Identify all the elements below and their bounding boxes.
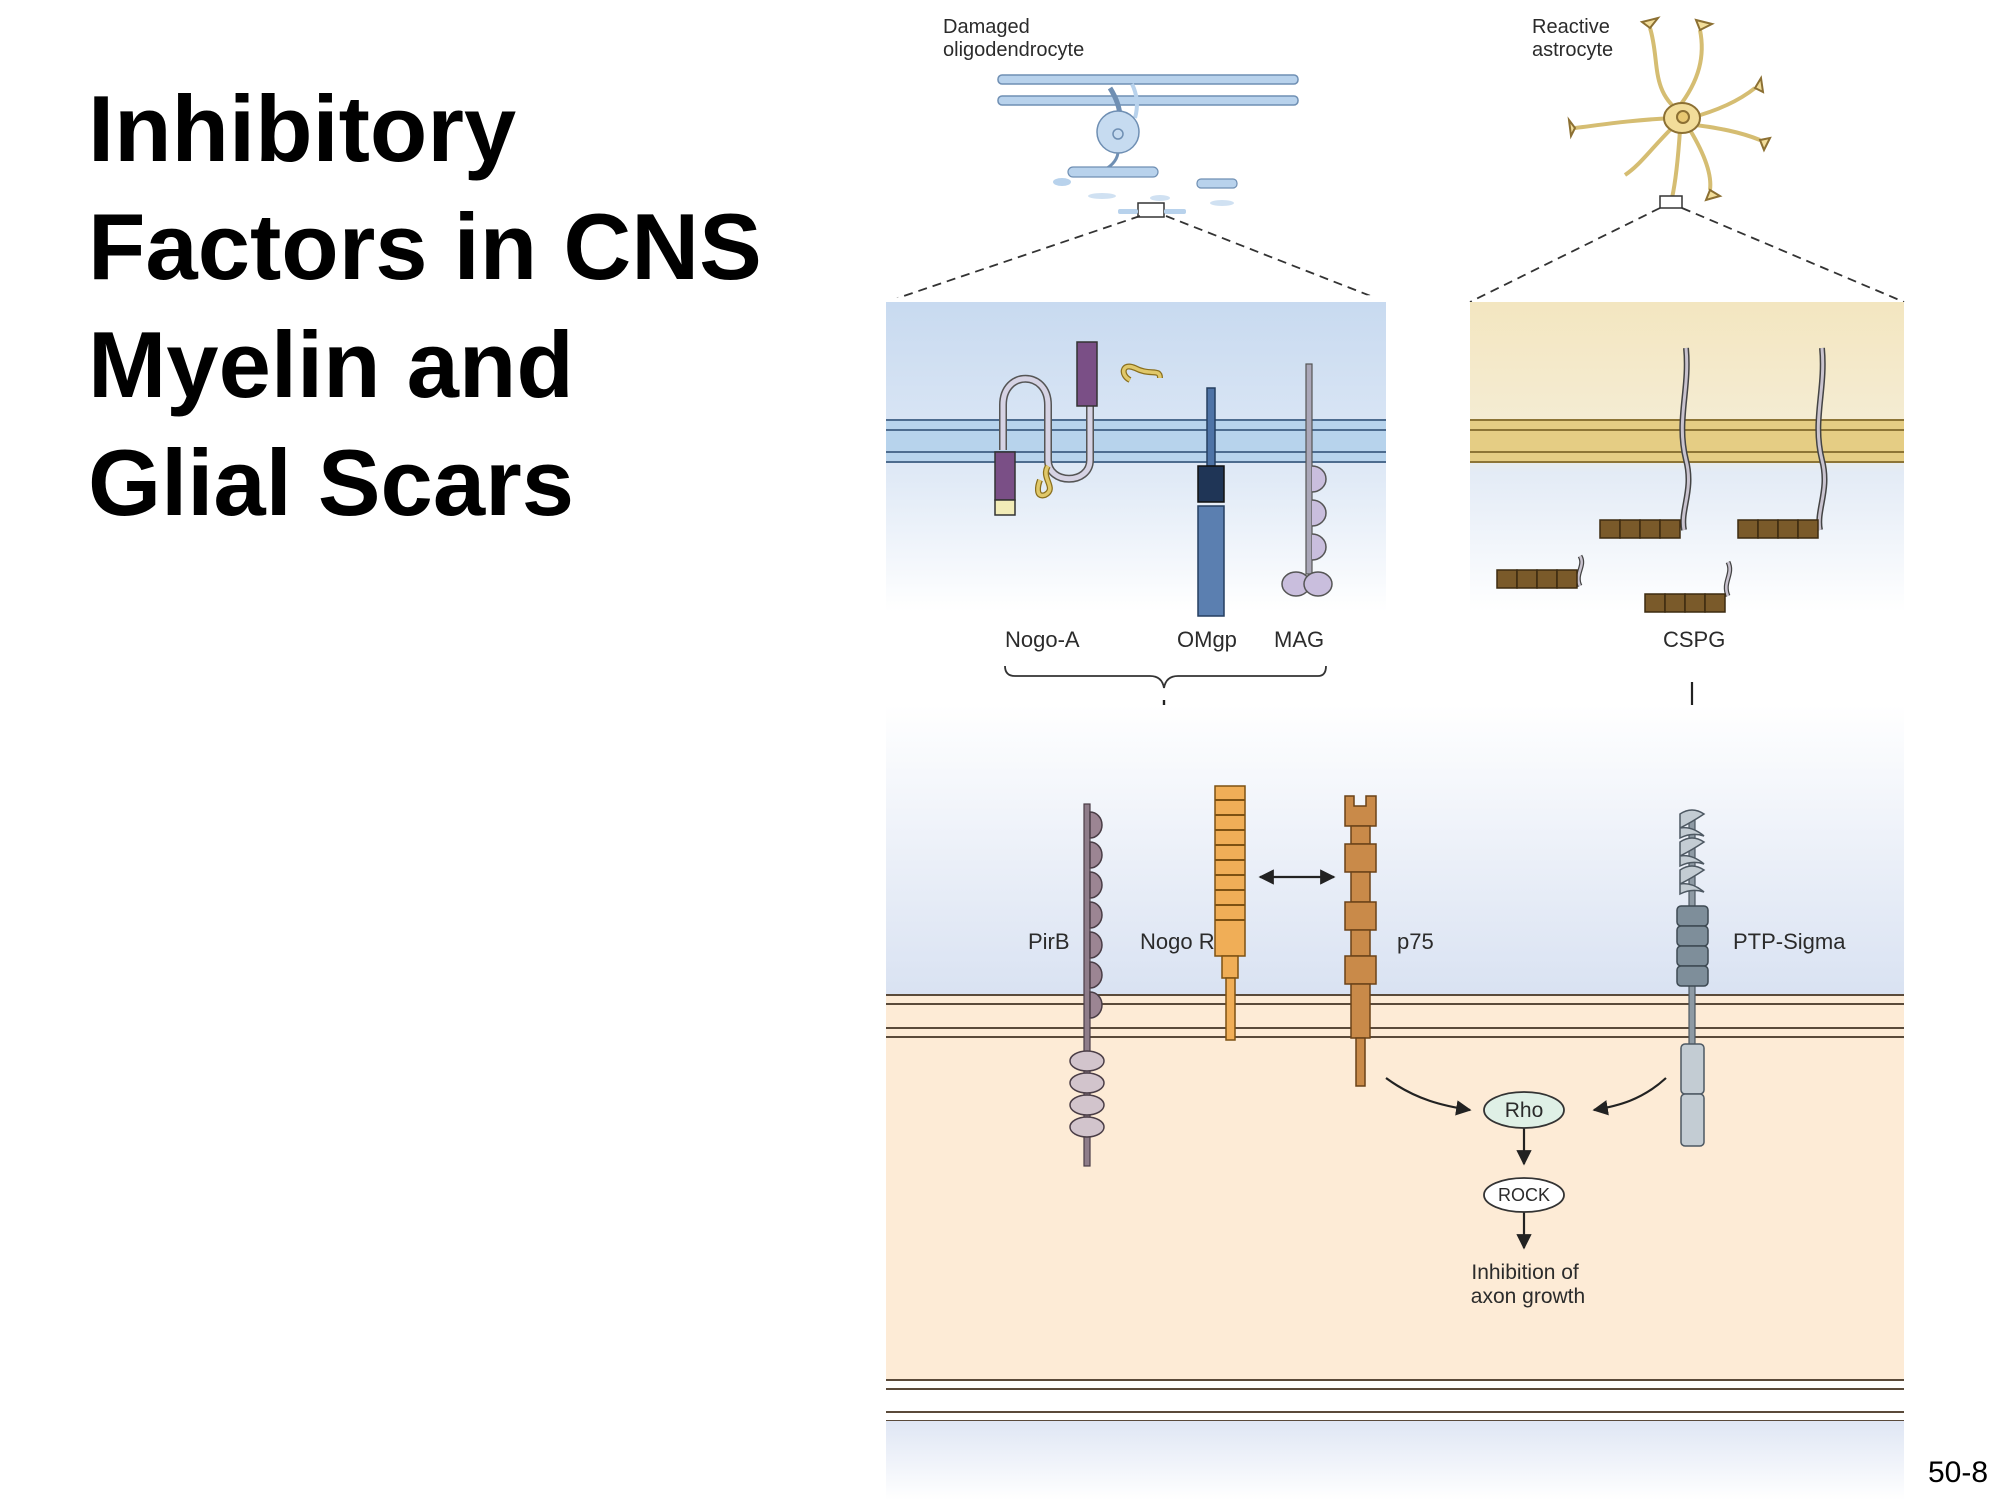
nogo-r-label: Nogo R [1140, 929, 1215, 954]
title-line: Glial Scars [88, 430, 574, 535]
outcome-label: Inhibition of axon growth [1471, 1261, 1585, 1308]
rho-node [1483, 1091, 1565, 1129]
oligodendrocyte-label: Damaged oligodendrocyte [943, 16, 1084, 61]
neuron-panel [886, 705, 1904, 1500]
ligand-brace [1004, 665, 1327, 689]
zoom-lines [885, 207, 1905, 303]
astrocyte-label: Reactive astrocyte [1532, 16, 1615, 61]
mag-protein [1281, 363, 1333, 597]
omgp-protein [1197, 387, 1225, 617]
damaged-oligodendrocyte [997, 74, 1299, 218]
slide-number: 50-8 [1928, 1456, 1989, 1489]
nogo-a-protein [994, 341, 1163, 516]
title-line: Myelin and [88, 312, 574, 417]
ptp-sigma-label: PTP-Sigma [1733, 929, 1846, 954]
ptp-sigma-receptor [1676, 809, 1709, 1147]
cspg-label: CSPG [1663, 627, 1725, 652]
rock-label: ROCK [1498, 1185, 1550, 1205]
rock-node [1483, 1177, 1565, 1213]
omgp-label: OMgp [1177, 627, 1237, 652]
signaling-arrows [1385, 1077, 1667, 1250]
cspg-molecules [1496, 347, 1828, 613]
p75-label: p75 [1397, 929, 1434, 954]
nogo-a-label: Nogo-A [1005, 627, 1080, 652]
p75-receptor [1344, 795, 1377, 1087]
pirb-receptor [1069, 803, 1105, 1167]
title-line: Inhibitory [88, 76, 517, 181]
myelin-inset [886, 293, 1386, 612]
title-line: Factors in CNS [88, 194, 762, 299]
mag-label: MAG [1274, 627, 1324, 652]
reactive-astrocyte [1567, 16, 1772, 209]
nogo-r-receptor [1214, 785, 1246, 1041]
pirb-label: PirB [1028, 929, 1070, 954]
slide-title: Inhibitory Factors in CNS Myelin and Gli… [88, 70, 848, 542]
rho-label: Rho [1505, 1099, 1544, 1122]
